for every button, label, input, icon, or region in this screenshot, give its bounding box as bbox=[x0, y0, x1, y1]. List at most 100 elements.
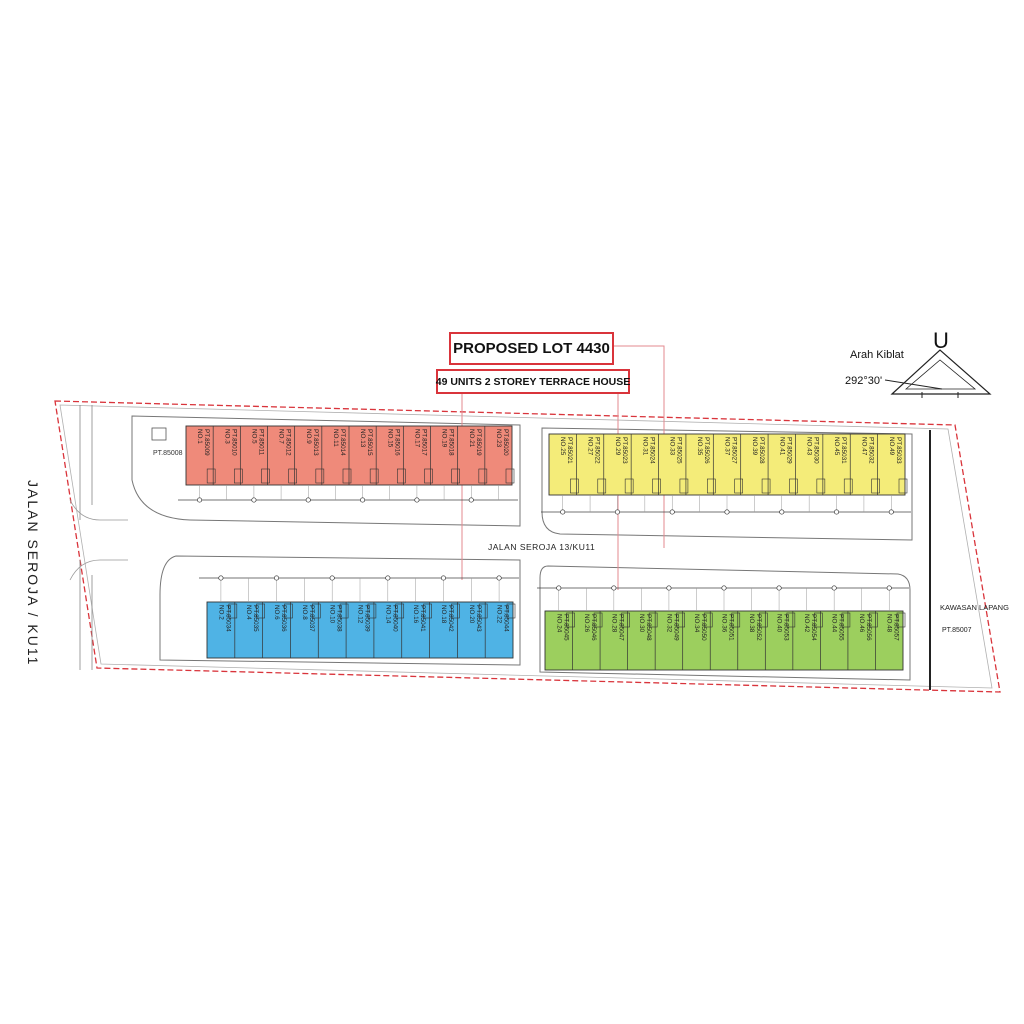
stair-core bbox=[593, 612, 603, 628]
lamp-post bbox=[669, 509, 675, 515]
stair-core bbox=[234, 468, 243, 484]
unit-lot: PT.85023 bbox=[621, 437, 628, 464]
stair-core bbox=[342, 468, 352, 484]
unit-lot: PT.85030 bbox=[813, 437, 820, 464]
stair-core bbox=[731, 612, 741, 628]
stair-core bbox=[505, 468, 515, 484]
stair-core bbox=[843, 478, 853, 494]
stair-core bbox=[284, 603, 293, 619]
unit-lot: PT.85057 bbox=[893, 614, 900, 641]
unit-number: NO.45 bbox=[833, 437, 840, 456]
block-c-outline bbox=[159, 555, 521, 666]
qibla-label: Arah Kiblat bbox=[850, 349, 904, 361]
unit-lot: PT.85043 bbox=[475, 605, 482, 632]
stair-core bbox=[624, 478, 634, 494]
unit-number: NO.39 bbox=[751, 437, 758, 456]
site-boundary bbox=[54, 400, 1001, 693]
unit-lot: PT.85016 bbox=[393, 429, 400, 456]
block-d-outline bbox=[539, 565, 911, 681]
unit-number: NO.47 bbox=[860, 437, 867, 456]
stair-core bbox=[423, 603, 432, 619]
stair-core bbox=[648, 612, 658, 628]
stair-core bbox=[424, 468, 433, 484]
lamp-post bbox=[197, 497, 203, 503]
lamp-post bbox=[360, 497, 366, 503]
unit-number: NO.4 bbox=[245, 605, 252, 620]
unit-number: NO.38 bbox=[748, 614, 755, 633]
unit-number: NO.6 bbox=[273, 605, 280, 620]
unit-lot: PT.85056 bbox=[865, 614, 872, 641]
unit-number: NO.40 bbox=[776, 614, 783, 633]
stair-core bbox=[339, 603, 349, 619]
plan-title-text: PROPOSED LOT 4430 bbox=[453, 340, 610, 357]
stair-core bbox=[898, 478, 908, 494]
block-b-outline bbox=[541, 427, 913, 541]
unit-lot: PT.85037 bbox=[308, 605, 315, 632]
stair-core bbox=[228, 603, 238, 619]
unit-number: NO.12 bbox=[357, 605, 364, 624]
lamp-post bbox=[831, 585, 837, 591]
unit-lot: PT.85038 bbox=[336, 605, 343, 632]
unit-lot: PT.85040 bbox=[391, 605, 398, 632]
unit-number: NO.49 bbox=[888, 437, 895, 456]
lamp-post bbox=[611, 585, 617, 591]
stair-core bbox=[478, 468, 488, 484]
unit-number: NO.25 bbox=[559, 437, 566, 456]
unit-lot: PT.85032 bbox=[867, 437, 874, 464]
unit-lot: PT.85041 bbox=[419, 605, 426, 632]
stair-core bbox=[869, 612, 878, 628]
lamp-post bbox=[218, 575, 224, 581]
stair-core bbox=[395, 603, 405, 619]
stair-core bbox=[451, 468, 460, 484]
unit-lot: PT.85048 bbox=[645, 614, 652, 641]
unit-number: NO.31 bbox=[641, 437, 648, 456]
unit-lot: PT.85053 bbox=[783, 614, 790, 641]
main-road-label: JALAN SEROJA / KU11 bbox=[25, 480, 41, 666]
unit-lot: PT.85018 bbox=[448, 429, 455, 456]
unit-lot: PT.85044 bbox=[503, 605, 510, 632]
stair-core bbox=[206, 468, 216, 484]
lamp-post bbox=[305, 497, 311, 503]
lamp-post bbox=[414, 497, 420, 503]
north-label: U bbox=[933, 328, 949, 353]
unit-lot: PT.85017 bbox=[420, 429, 427, 456]
unit-number: NO.44 bbox=[831, 614, 838, 633]
lamp-post bbox=[440, 575, 447, 581]
unit-number: NO.1 bbox=[196, 429, 203, 444]
unit-number: NO.21 bbox=[468, 429, 475, 448]
stair-core bbox=[816, 478, 826, 494]
unit-lot: PT.85021 bbox=[566, 437, 573, 464]
lamp-post bbox=[496, 575, 502, 581]
unit-number: NO.16 bbox=[412, 605, 419, 624]
unit-number: NO.34 bbox=[693, 614, 700, 633]
unit-number: NO.46 bbox=[858, 614, 865, 633]
unit-number: NO.9 bbox=[305, 429, 312, 444]
unit-lot: PT.85020 bbox=[502, 429, 509, 456]
main-road-edge bbox=[79, 405, 93, 670]
stair-core bbox=[841, 612, 851, 628]
stair-core bbox=[369, 468, 379, 484]
unit-number: NO.2 bbox=[217, 605, 224, 620]
unit-number: NO.24 bbox=[555, 614, 562, 633]
lamp-post bbox=[833, 509, 840, 515]
stair-core bbox=[311, 603, 321, 619]
unit-lot: PT.85042 bbox=[447, 605, 454, 632]
unit-lot: PT.85031 bbox=[840, 437, 847, 464]
stair-core bbox=[506, 603, 516, 619]
corner-lot-label: PT.85008 bbox=[153, 450, 183, 457]
stair-core bbox=[315, 468, 325, 484]
unit-number: NO.14 bbox=[384, 605, 391, 624]
unit-number: NO.7 bbox=[278, 429, 285, 444]
unit-number: NO.30 bbox=[638, 614, 645, 633]
unit-lot: PT.85010 bbox=[230, 429, 237, 456]
lamp-post bbox=[614, 509, 621, 515]
unit-lot: PT.85034 bbox=[224, 605, 231, 632]
unit-lot: PT.85025 bbox=[676, 437, 683, 464]
unit-number: NO.3 bbox=[223, 429, 230, 444]
inner-road-label: JALAN SEROJA 13/KU11 bbox=[488, 542, 595, 552]
lamp-post bbox=[273, 575, 280, 581]
stair-core bbox=[288, 468, 297, 484]
